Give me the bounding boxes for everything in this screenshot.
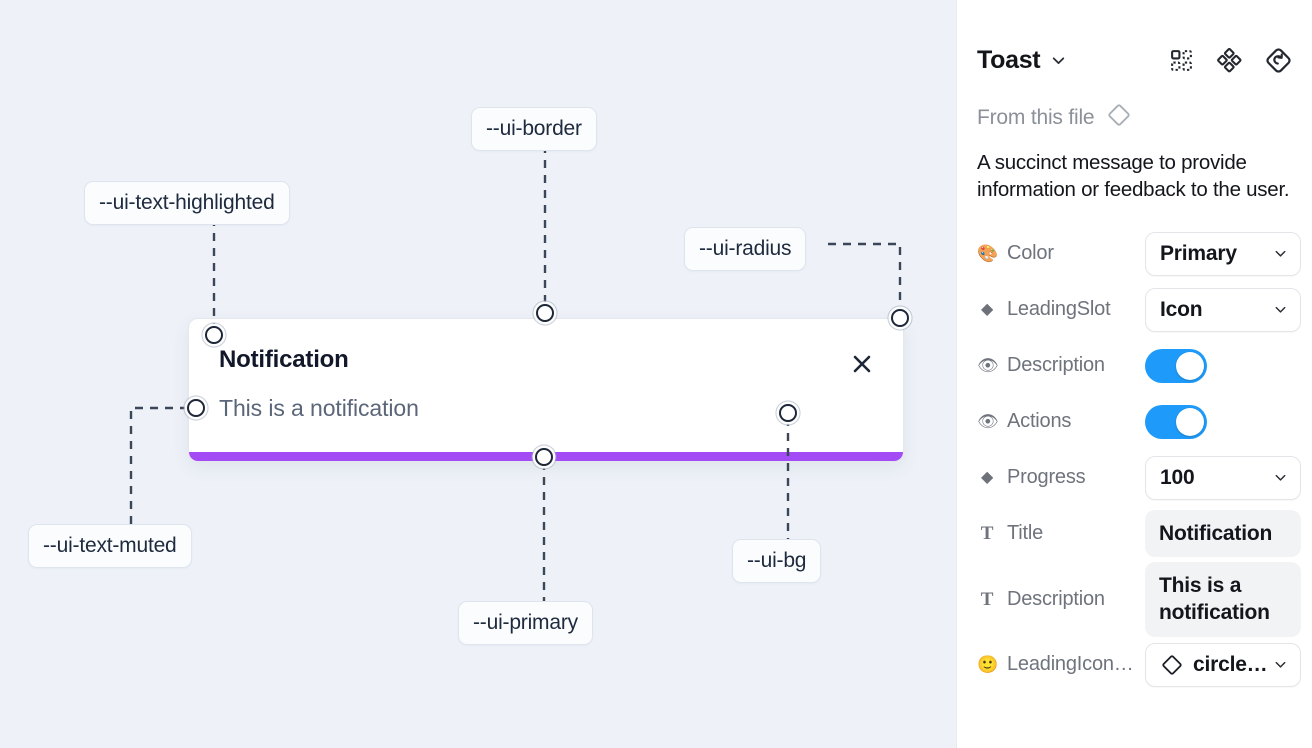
diamond-icon: ◆ <box>980 300 994 318</box>
property-label-leadingicon: 🙂 LeadingIcon… <box>977 653 1145 676</box>
text-type-icon: T <box>980 588 994 610</box>
description-toggle[interactable] <box>1145 348 1207 383</box>
token-label-ui-bg[interactable]: --ui-bg <box>732 539 822 583</box>
color-select[interactable]: Primary <box>1145 231 1301 276</box>
property-label-leadingslot: ◆ LeadingSlot <box>977 298 1145 321</box>
description-input[interactable]: This is a notification <box>1145 561 1301 637</box>
property-name: LeadingIcon… <box>1007 653 1134 676</box>
property-name: Progress <box>1007 466 1086 488</box>
property-row-actions-toggle: 👁 Actions <box>977 394 1292 450</box>
reset-instance-icon[interactable] <box>1265 47 1292 74</box>
leadingslot-select-value: Icon <box>1160 297 1203 321</box>
property-name: Actions <box>1007 410 1072 432</box>
property-row-leadingicon: 🙂 LeadingIcon… circle… <box>977 637 1301 693</box>
property-label-description-visibility: 👁 Description <box>977 354 1145 377</box>
token-handle-ui-bg[interactable] <box>779 404 797 422</box>
token-handle-ui-border[interactable] <box>536 304 554 322</box>
token-label-ui-text-muted[interactable]: --ui-text-muted <box>28 524 192 568</box>
token-label-ui-radius[interactable]: --ui-radius <box>684 227 807 271</box>
page-title: Toast <box>977 45 1041 74</box>
leadingicon-select-value: circle… <box>1193 652 1267 676</box>
property-list: 🎨 Color Primary ◆ LeadingSlot <box>977 226 1301 693</box>
chevron-down-icon <box>1273 302 1288 317</box>
token-label-ui-primary[interactable]: --ui-primary <box>458 601 593 645</box>
leadingslot-select[interactable]: Icon <box>1145 287 1301 332</box>
palette-emoji-icon: 🎨 <box>977 244 998 263</box>
progress-select-value: 100 <box>1160 465 1195 489</box>
variants-diamond-cluster-icon[interactable] <box>1217 47 1242 73</box>
diamond-outline-icon <box>1160 653 1184 677</box>
from-this-file-label: From this file <box>977 105 1095 129</box>
token-label-ui-border[interactable]: --ui-border <box>471 107 597 151</box>
diamond-outline-icon <box>1106 102 1132 133</box>
property-name: Color <box>1007 242 1054 264</box>
component-description: A succinct message to provide informatio… <box>977 151 1290 202</box>
property-row-leadingslot: ◆ LeadingSlot Icon <box>977 282 1301 338</box>
property-label-progress: ◆ Progress <box>977 466 1145 489</box>
property-name: Description <box>1007 354 1105 376</box>
title-input[interactable]: Notification <box>1145 509 1301 558</box>
toggle-knob <box>1176 407 1204 436</box>
toast-component[interactable]: Notification This is a notification <box>188 318 904 462</box>
chevron-down-icon[interactable] <box>1050 52 1067 69</box>
property-row-color: 🎨 Color Primary <box>977 226 1301 282</box>
token-handle-ui-text-highlighted[interactable] <box>205 326 223 344</box>
chevron-down-icon <box>1273 657 1288 672</box>
leadingicon-select[interactable]: circle… <box>1145 642 1301 687</box>
property-name: Title <box>1007 522 1044 544</box>
color-select-value: Primary <box>1160 241 1237 265</box>
eye-emoji-icon: 👁 <box>977 412 999 431</box>
properties-panel: Toast <box>956 0 1312 748</box>
property-label-description-text: T Description <box>977 588 1145 611</box>
toast-description: This is a notification <box>219 395 419 421</box>
property-name: Description <box>1007 587 1105 610</box>
property-label-title: T Title <box>977 522 1145 545</box>
property-label-color: 🎨 Color <box>977 242 1145 265</box>
components-grid-icon[interactable] <box>1169 48 1194 73</box>
eye-emoji-icon: 👁 <box>977 356 999 375</box>
property-row-description-text: T Description This is a notification <box>977 561 1301 637</box>
token-handle-ui-radius[interactable] <box>891 309 909 327</box>
toggle-knob <box>1176 351 1204 380</box>
chevron-down-icon <box>1273 246 1288 261</box>
actions-toggle[interactable] <box>1145 404 1207 439</box>
close-x-icon[interactable] <box>849 351 875 377</box>
diamond-icon: ◆ <box>980 468 994 486</box>
text-type-icon: T <box>980 523 994 544</box>
property-name: LeadingSlot <box>1007 298 1111 320</box>
property-row-description-toggle: 👁 Description <box>977 338 1292 394</box>
toast-title: Notification <box>219 346 349 373</box>
token-handle-ui-text-muted[interactable] <box>187 399 205 417</box>
smiley-emoji-icon: 🙂 <box>977 655 998 675</box>
property-row-title: T Title Notification <box>977 506 1301 562</box>
panel-header: Toast <box>977 32 1292 88</box>
token-handle-ui-primary[interactable] <box>535 448 553 466</box>
design-canvas[interactable]: Notification This is a notification <box>0 0 956 748</box>
property-label-actions-visibility: 👁 Actions <box>977 410 1145 433</box>
progress-select[interactable]: 100 <box>1145 455 1301 500</box>
token-label-ui-text-highlighted[interactable]: --ui-text-highlighted <box>84 181 290 225</box>
from-this-file-row: From this file <box>977 102 1292 133</box>
chevron-down-icon <box>1273 470 1288 485</box>
panel-header-actions <box>1169 47 1292 74</box>
property-row-progress: ◆ Progress 100 <box>977 450 1301 506</box>
